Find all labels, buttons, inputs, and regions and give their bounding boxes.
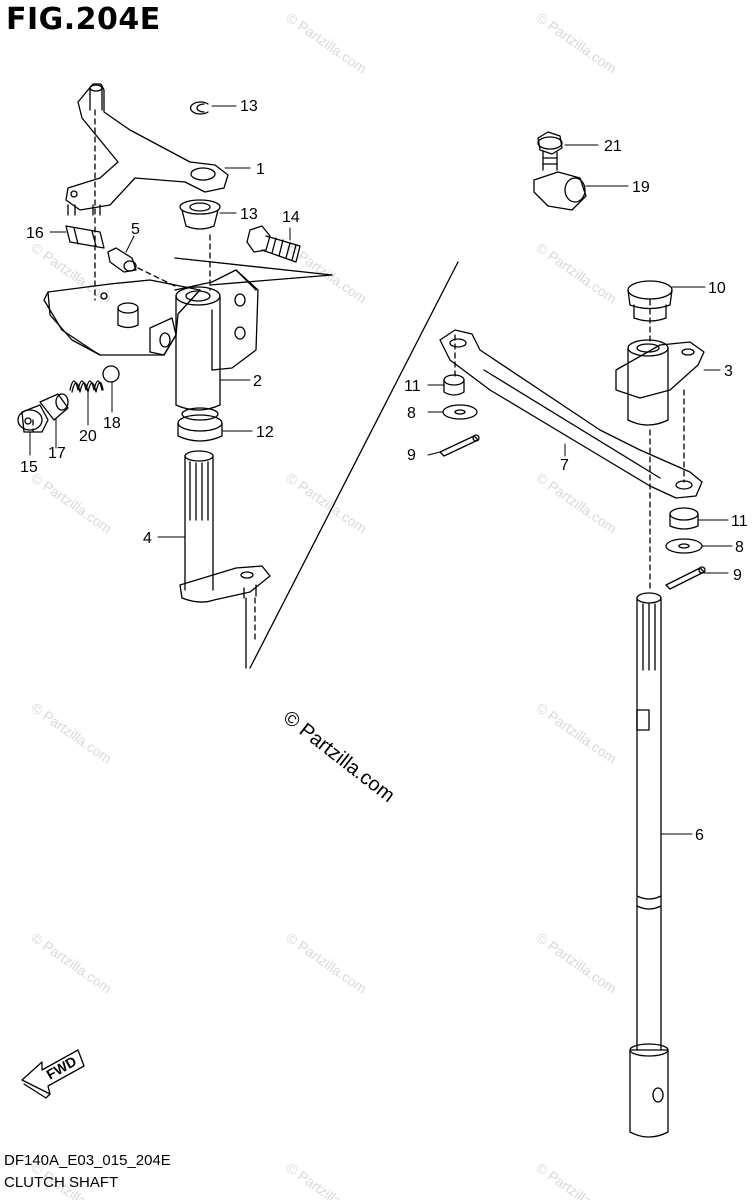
part-4-shaft [179,450,271,603]
callout-12: 12 [256,424,274,441]
part-15-plug [17,404,49,433]
part-6-shaft [629,592,669,1138]
part-2-holder [43,269,259,411]
watermark: © Partzilla.com [533,1159,619,1200]
watermark: © Partzilla.com [533,9,619,76]
watermark: © Partzilla.com [283,9,369,76]
part-11-bush-right [669,507,699,530]
part-12-ring [177,407,223,442]
part-13-bushing [179,199,221,230]
callout-17: 17 [48,445,66,462]
watermark: © Partzilla.com [533,929,619,996]
center-watermark: © Partzilla.com [279,707,399,807]
callout-18: 18 [103,415,121,432]
callout-11b: 11 [731,513,748,530]
connector-line [174,257,333,276]
part-13-eclip [189,101,209,115]
callout-15: 15 [20,459,38,476]
callout-8b: 8 [735,539,744,556]
watermark: © Partzilla.com [533,469,619,536]
assembly-lines [32,109,685,641]
callout-19: 19 [632,179,650,196]
watermark: © Partzilla.com [533,239,619,306]
callout-16: 16 [26,225,44,242]
part-17-sleeve [39,393,69,421]
watermark: © Partzilla.com [28,239,114,306]
callout-3: 3 [724,363,733,380]
callout-9: 9 [407,447,416,464]
callout-6: 6 [695,827,704,844]
part-19-clamp [533,171,587,211]
part-10-cap [627,280,673,322]
part-18-ball [102,365,120,383]
fwd-arrow-icon: FWD [21,1049,85,1099]
leader-lines [29,105,733,835]
callout-20: 20 [79,428,97,445]
part-8-washer-right [665,538,703,554]
callout-9b: 9 [733,567,742,584]
callout-5: 5 [131,221,140,238]
callout-7: 7 [560,457,569,474]
watermark: © Partzilla.com [533,699,619,766]
callout-layer: 1 2 3 4 5 6 7 8 8 9 9 10 11 11 12 13 13 … [20,98,748,844]
part-11-bush-left [443,374,465,396]
callout-11: 11 [404,378,421,395]
callout-13b: 13 [240,206,258,223]
watermark: © Partzilla.com [283,1159,369,1200]
diagram-code: DF140A_E03_015_204E [4,1152,171,1169]
part-20-spring [69,380,104,393]
part-16-clip [65,225,105,249]
callout-10: 10 [708,280,726,297]
part-5-nipple [107,247,137,273]
part-9-pin-right [665,566,706,590]
part-21-bolt [537,131,563,171]
watermark: © Partzilla.com [283,239,369,306]
part-3-arm [615,339,705,426]
part-7-link [439,329,703,499]
callout-8: 8 [407,405,416,422]
callout-2: 2 [253,373,262,390]
part-1-lever [65,83,229,216]
watermark: © Partzilla.com [28,929,114,996]
watermark: © Partzilla.com [283,929,369,996]
callout-1: 1 [256,161,265,178]
center-watermark-text: © Partzilla.com [279,707,399,807]
part-8-washer-left [442,404,478,420]
watermark: © Partzilla.com [28,469,114,536]
callout-13: 13 [240,98,258,115]
callout-4: 4 [143,530,152,547]
watermark: © Partzilla.com [283,469,369,536]
figure-title: FIG.204E [6,2,161,37]
diagram-caption: CLUTCH SHAFT [4,1174,119,1191]
watermark-layer: © Partzilla.com © Partzilla.com © Partzi… [28,9,619,1200]
part-9-pin-left [439,434,480,457]
watermark: © Partzilla.com [28,699,114,766]
connector-line [249,261,459,669]
connector-line [209,274,333,286]
callout-21: 21 [604,138,622,155]
callout-14: 14 [282,209,300,226]
part-14-bolt [246,225,301,263]
